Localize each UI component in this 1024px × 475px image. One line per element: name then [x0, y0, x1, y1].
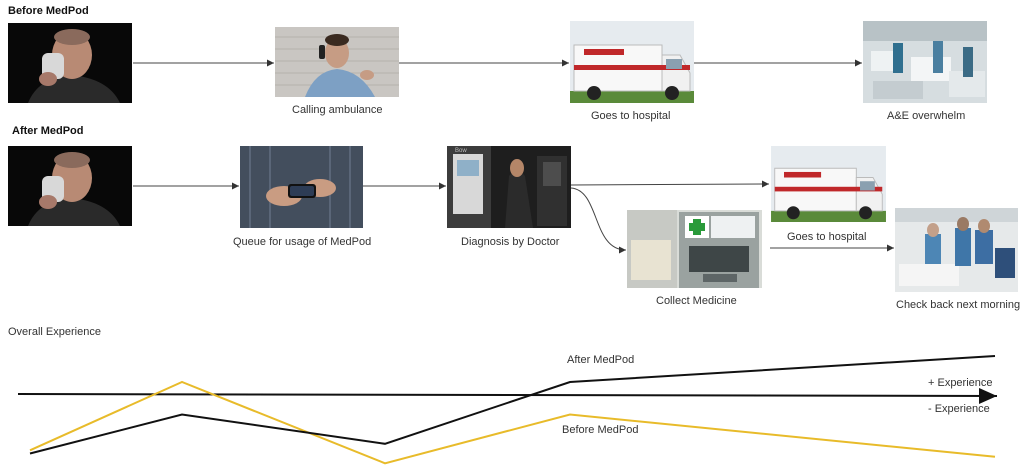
step-diagnosis-doctor: Diagnosis by Doctor [461, 236, 560, 248]
negative-experience-label: - Experience [928, 403, 990, 415]
experience-axis [17, 387, 998, 404]
smartphone-icon [240, 146, 363, 228]
kiosk-icon: Bow [447, 146, 571, 228]
series-line-after [29, 355, 996, 455]
flow-arrows [133, 59, 894, 254]
step-ae-overwhelm: A&E overwhelm [887, 110, 966, 122]
ambulance-icon [771, 146, 886, 222]
after-medpod-heading: After MedPod [12, 125, 84, 137]
sneezing-man-icon [8, 23, 132, 103]
experience-title: Overall Experience [8, 326, 101, 338]
step-goes-to-hospital-before: Goes to hospital [591, 110, 671, 122]
phone-call-icon [275, 27, 399, 97]
arrow-after-3 [570, 180, 770, 188]
medicine-vending-icon [627, 210, 762, 288]
before-medpod-heading: Before MedPod [8, 5, 89, 17]
step-check-back: Check back next morning [896, 299, 1021, 311]
ward-icon [863, 21, 987, 103]
step-calling-ambulance: Calling ambulance [292, 104, 383, 116]
step-goes-to-hospital-after: Goes to hospital [787, 231, 867, 243]
series-label-before: Before MedPod [562, 424, 639, 436]
positive-experience-label: + Experience [928, 377, 993, 389]
step-collect-medicine: Collect Medicine [656, 295, 737, 307]
arrow-after-4 [570, 187, 627, 254]
checkup-icon [895, 208, 1018, 292]
series-line-before [29, 380, 996, 465]
sneezing-man-icon [8, 146, 132, 226]
svg-text:Bow: Bow [455, 148, 467, 154]
series-label-after: After MedPod [567, 354, 635, 366]
step-queue-medpod: Queue for usage of MedPod [233, 236, 372, 248]
experience-chart [17, 355, 998, 465]
ambulance-icon [570, 21, 694, 103]
